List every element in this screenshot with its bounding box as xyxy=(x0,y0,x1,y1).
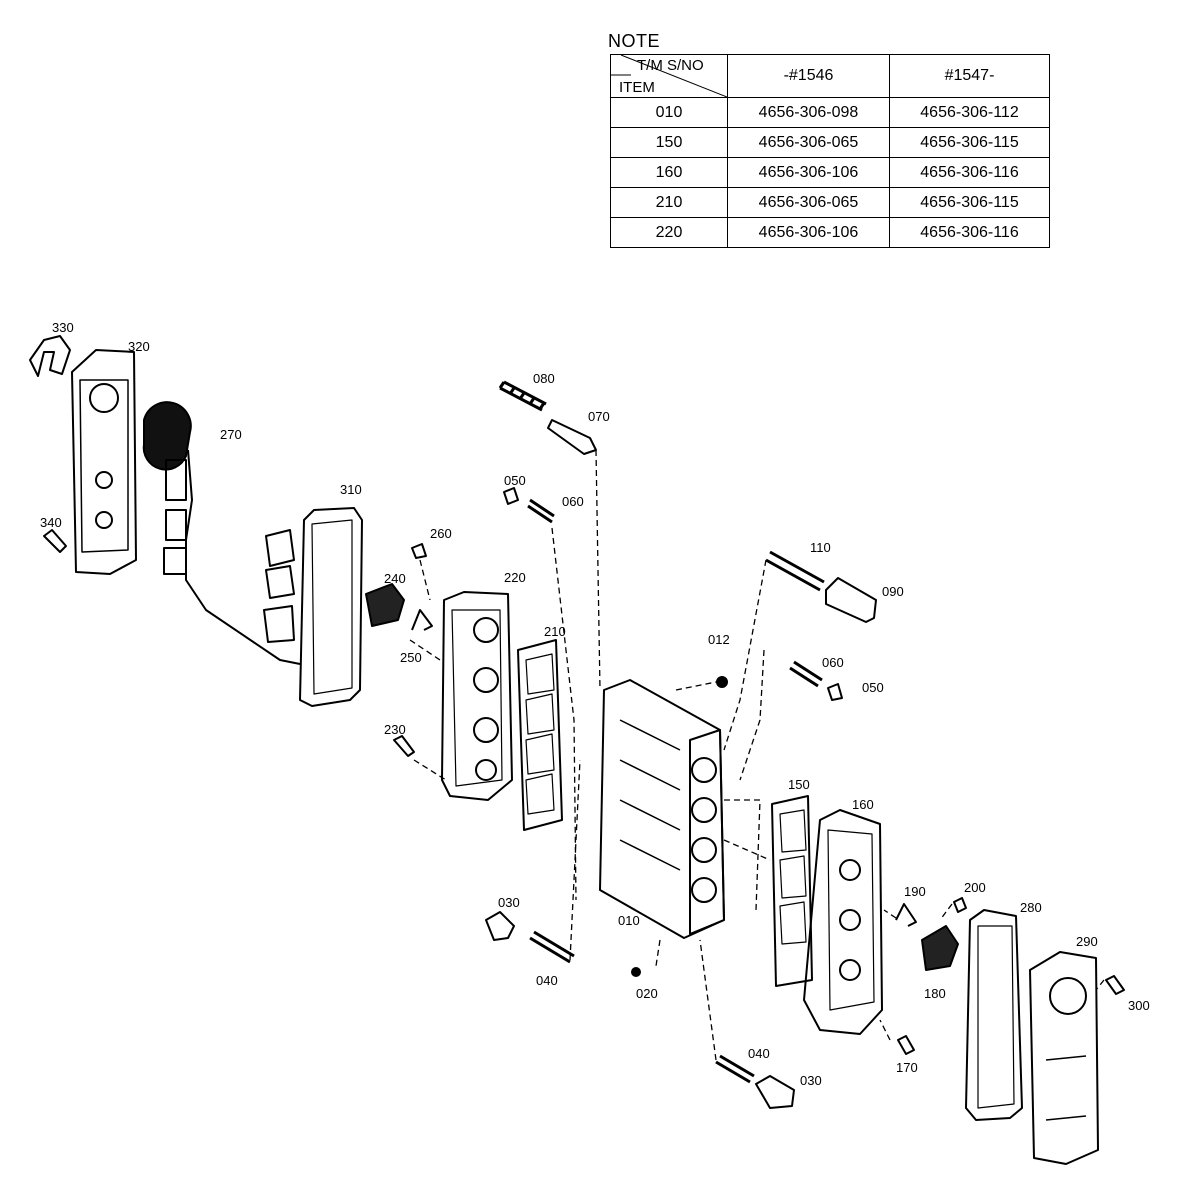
callout-290: 290 xyxy=(1076,934,1098,949)
diagonal-divider xyxy=(611,55,727,97)
callout-250: 250 xyxy=(400,650,422,665)
bolt-340 xyxy=(43,529,67,553)
column-header: -#1546 xyxy=(727,54,890,98)
table-row: 150 4656-306-065 4656-306-115 xyxy=(610,127,1050,158)
callout-280: 280 xyxy=(1020,900,1042,915)
part-number-cell: 4656-306-112 xyxy=(889,97,1050,128)
valve-body-160 xyxy=(803,809,883,1035)
spring-060-right xyxy=(789,660,823,688)
callout-170: 170 xyxy=(896,1060,918,1075)
bolt-170 xyxy=(897,1035,915,1055)
part-number-cell: 4656-306-116 xyxy=(889,217,1050,248)
callout-300: 300 xyxy=(1128,998,1150,1013)
callout-180: 180 xyxy=(924,986,946,1001)
header-item: ITEM xyxy=(619,79,655,96)
item-cell: 210 xyxy=(610,187,728,218)
gasket-150 xyxy=(771,795,813,987)
note-title: NOTE xyxy=(608,31,661,51)
callout-060-left: 060 xyxy=(562,494,584,509)
callout-070: 070 xyxy=(588,409,610,424)
callout-310: 310 xyxy=(340,482,362,497)
spring-110 xyxy=(765,550,825,592)
solenoid-240 xyxy=(365,583,405,627)
plug-030-right xyxy=(755,1075,795,1109)
callout-200: 200 xyxy=(964,880,986,895)
ball-012 xyxy=(716,676,728,688)
callout-040-left: 040 xyxy=(536,973,558,988)
gasket-210 xyxy=(517,639,563,831)
callout-030-right: 030 xyxy=(800,1073,822,1088)
spring-060-left xyxy=(527,498,555,524)
plug-260 xyxy=(411,543,427,559)
alignment-lines xyxy=(409,449,1105,1061)
solenoid-180 xyxy=(921,925,959,971)
item-cell: 010 xyxy=(610,97,728,128)
part-number-cell: 4656-306-065 xyxy=(727,127,890,158)
valve-070 xyxy=(547,419,597,455)
callout-220: 220 xyxy=(504,570,526,585)
callout-050-right: 050 xyxy=(862,680,884,695)
callout-320: 320 xyxy=(128,339,150,354)
callout-270: 270 xyxy=(220,427,242,442)
callout-080: 080 xyxy=(533,371,555,386)
callout-210: 210 xyxy=(544,624,566,639)
callout-150: 150 xyxy=(788,777,810,792)
callout-050-left: 050 xyxy=(504,473,526,488)
item-cell: 220 xyxy=(610,217,728,248)
plug-050-right xyxy=(827,683,843,701)
plug-200 xyxy=(953,897,967,913)
ball-020 xyxy=(631,967,641,977)
callout-090: 090 xyxy=(882,584,904,599)
callout-340: 340 xyxy=(40,515,62,530)
gasket-310 xyxy=(299,507,363,707)
part-number-cell: 4656-306-106 xyxy=(727,157,890,188)
bolt-300 xyxy=(1105,975,1125,995)
valve-090 xyxy=(825,577,877,623)
callout-240: 240 xyxy=(384,571,406,586)
callout-110: 110 xyxy=(810,540,831,555)
note-table-header-row: T/M S/NO ITEM -#1546 #1547- xyxy=(610,54,1050,98)
plug-030-left xyxy=(485,911,515,941)
part-number-cell: 4656-306-106 xyxy=(727,217,890,248)
callout-060-right: 060 xyxy=(822,655,844,670)
bracket-330 xyxy=(29,335,71,377)
spring-040-right xyxy=(715,1054,755,1084)
cover-290 xyxy=(1029,951,1099,1165)
callout-330: 330 xyxy=(52,320,74,335)
clip-250 xyxy=(411,609,433,631)
callout-020: 020 xyxy=(636,986,658,1001)
table-row: 220 4656-306-106 4656-306-116 xyxy=(610,217,1050,248)
callout-260: 260 xyxy=(430,526,452,541)
callout-012: 012 xyxy=(708,632,730,647)
gasket-280 xyxy=(965,909,1023,1121)
clip-190 xyxy=(895,903,917,927)
callout-040-right: 040 xyxy=(748,1046,770,1061)
item-cell: 150 xyxy=(610,127,728,158)
note-table: T/M S/NO ITEM -#1546 #1547- 010 4656-306… xyxy=(610,54,1050,248)
callout-010: 010 xyxy=(618,913,640,928)
callout-190: 190 xyxy=(904,884,926,899)
plug-050-left xyxy=(503,487,519,505)
bolt-230 xyxy=(393,735,415,757)
part-number-cell: 4656-306-115 xyxy=(889,187,1050,218)
callout-labels: 330 320 270 340 310 080 070 050 060 260 … xyxy=(40,320,1150,1088)
note-table-corner-cell: T/M S/NO ITEM xyxy=(610,54,728,98)
header-tm-sno: T/M S/NO xyxy=(637,57,704,74)
valve-body-220 xyxy=(441,591,513,801)
callout-230: 230 xyxy=(384,722,406,737)
cover-plate-320 xyxy=(71,349,137,575)
spring-080 xyxy=(498,380,547,412)
callout-160: 160 xyxy=(852,797,874,812)
solenoid-harness-270 xyxy=(142,401,301,665)
spring-040-left xyxy=(529,930,575,964)
main-valve-body-010 xyxy=(599,679,725,939)
part-number-cell: 4656-306-115 xyxy=(889,127,1050,158)
callout-030-left: 030 xyxy=(498,895,520,910)
